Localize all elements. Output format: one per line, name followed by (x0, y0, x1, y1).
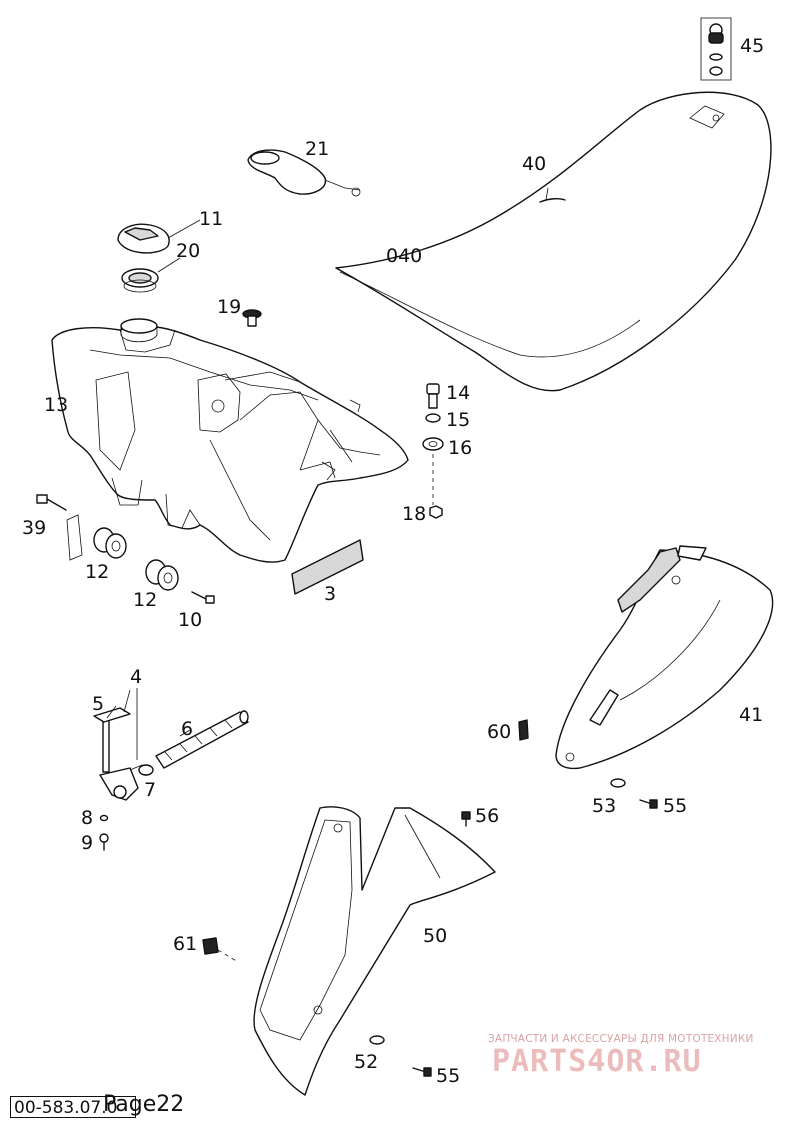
part-14-bolt (426, 383, 440, 409)
label-50: 50 (423, 925, 447, 947)
watermark-logo: PARTS4OR.RU (492, 1044, 702, 1079)
part-8-washer (99, 814, 109, 822)
part-50-side-cover (253, 806, 496, 1096)
part-10-screw (191, 591, 215, 604)
label-6: 6 (181, 718, 193, 740)
label-15: 15 (446, 409, 470, 431)
part-11-filler-cap (117, 219, 201, 254)
part-45-screw-assembly (700, 17, 732, 81)
label-3: 3 (324, 583, 336, 605)
part-61-clip (202, 937, 239, 963)
label-40: 40 (522, 153, 546, 175)
part-55-screw-b (412, 1067, 432, 1077)
document-code: 00-583.07.0 (10, 1096, 136, 1118)
label-56: 56 (475, 805, 499, 827)
label-14: 14 (446, 382, 470, 404)
label-18: 18 (402, 503, 426, 525)
part-12-grommet-b (145, 559, 179, 591)
label-21: 21 (305, 138, 329, 160)
part-21-cover (247, 149, 361, 197)
part-7-hose-clamp (138, 764, 154, 776)
label-19: 19 (217, 296, 241, 318)
label-53: 53 (592, 795, 616, 817)
label-9: 9 (81, 832, 93, 854)
part-55-screw-a (639, 799, 658, 809)
leader-lines (106, 689, 191, 737)
label-10: 10 (178, 609, 202, 631)
part-19-plug (242, 309, 262, 327)
label-8: 8 (81, 807, 93, 829)
label-39: 39 (22, 517, 46, 539)
label-20: 20 (176, 240, 200, 262)
part-41-side-cover (555, 545, 774, 770)
label-4: 4 (130, 666, 142, 688)
label-60: 60 (487, 721, 511, 743)
label-52: 52 (354, 1051, 378, 1073)
watermark-tagline: ЗАПЧАСТИ И АКСЕССУАРЫ ДЛЯ МОТОТЕХНИКИ (488, 1033, 754, 1045)
label-5: 5 (92, 693, 104, 715)
part-3-foam-strip (291, 539, 364, 595)
part-15-washer (425, 413, 441, 423)
label-7: 7 (144, 779, 156, 801)
part-12-grommet-a (93, 527, 127, 559)
label-12-a: 12 (85, 561, 109, 583)
part-16-rubber-bushing (422, 437, 444, 451)
label-55-a: 55 (663, 795, 687, 817)
part-53-washer (610, 778, 626, 788)
label-040: 040 (386, 245, 422, 267)
label-41: 41 (739, 704, 763, 726)
part-60-clip (518, 719, 529, 741)
label-55-b: 55 (436, 1065, 460, 1087)
part-56-screw (461, 811, 471, 827)
part-9-screw (99, 833, 109, 851)
part-52-washer (369, 1035, 385, 1045)
label-45: 45 (740, 35, 764, 57)
label-12-b: 12 (133, 589, 157, 611)
part-20-gasket (121, 257, 181, 293)
part-6-fuel-hose (155, 710, 249, 769)
page-number: Page22 (103, 1092, 185, 1117)
label-13: 13 (44, 394, 68, 416)
part-5-seal (93, 707, 131, 723)
part-39-bolt (36, 494, 83, 561)
label-16: 16 (448, 437, 472, 459)
part-labels: 45 21 40 040 11 20 19 13 14 15 16 18 39 … (22, 35, 764, 1087)
part-13-fuel-tank (51, 318, 409, 563)
label-61: 61 (173, 933, 197, 955)
part-40-seat (335, 91, 772, 392)
label-11: 11 (199, 208, 223, 230)
part-4-fuel-tap (99, 688, 147, 801)
part-18-nut (429, 505, 443, 519)
